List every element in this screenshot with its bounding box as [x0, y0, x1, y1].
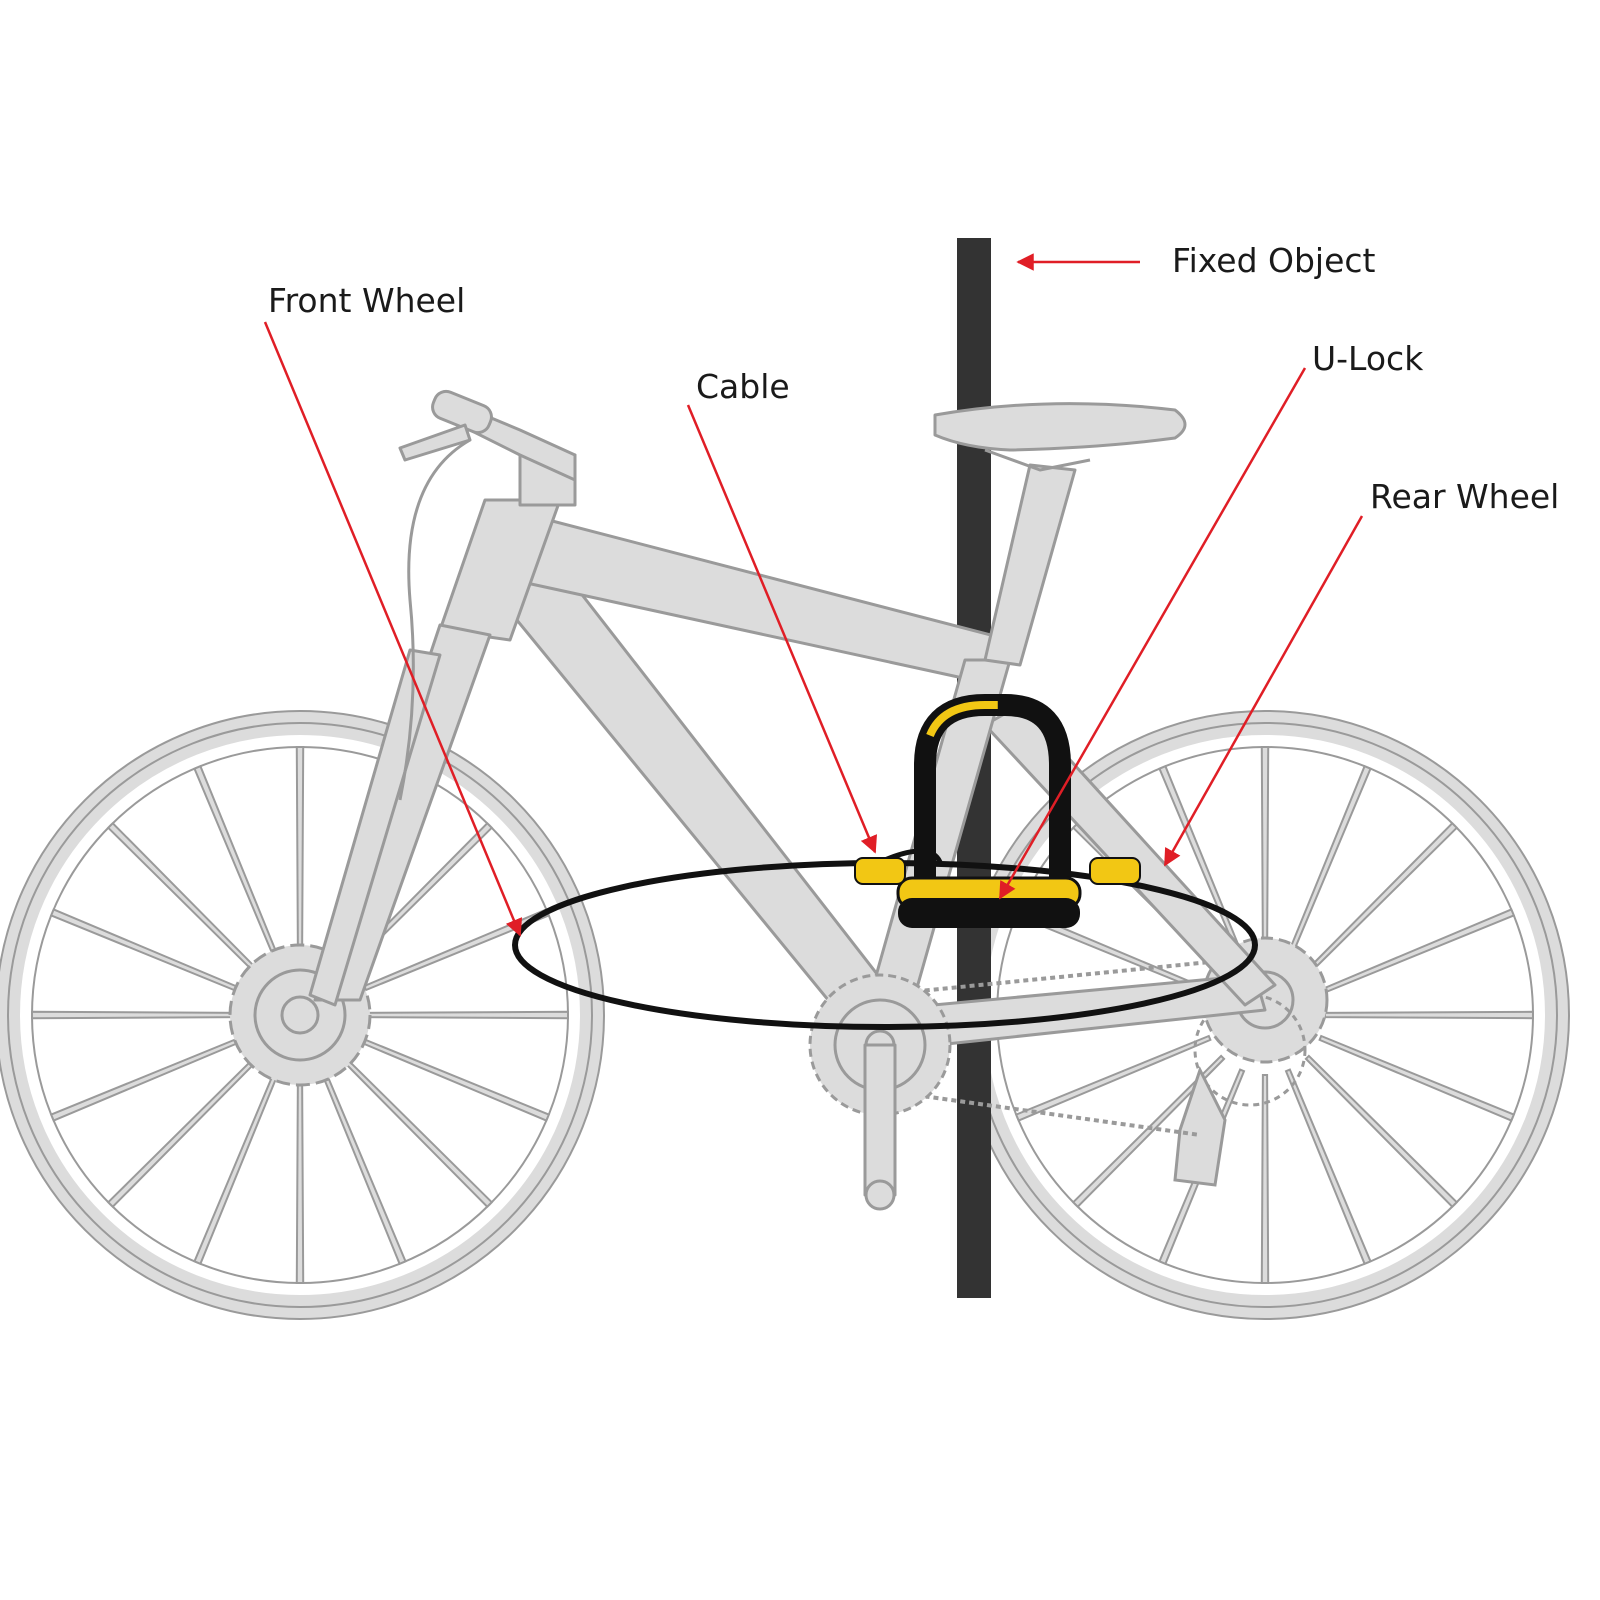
- spoke: [358, 1010, 569, 1020]
- crank-arm: [863, 1043, 897, 1197]
- spoke: [49, 1034, 247, 1122]
- spoke: [1304, 821, 1459, 976]
- u-lock-crossbar-base: [898, 898, 1080, 928]
- label-front-wheel: Front Wheel: [268, 281, 465, 320]
- chain: [879, 958, 1231, 1137]
- spoke: [1014, 1034, 1212, 1122]
- spoke: [1318, 908, 1516, 996]
- seat-post: [983, 463, 1077, 667]
- spoke: [353, 1034, 551, 1122]
- spoke: [106, 1054, 261, 1209]
- saddle-rail: [984, 448, 1091, 472]
- spoke: [1304, 1054, 1459, 1209]
- spoke: [295, 746, 305, 957]
- bike-frame: [308, 389, 1277, 1211]
- front-wheel: [0, 710, 605, 1320]
- spoke: [295, 1073, 305, 1284]
- u-lock: [854, 694, 1141, 928]
- spoke: [1284, 1068, 1372, 1266]
- spoke: [31, 1010, 242, 1020]
- arrow-front-wheel: [263, 321, 523, 937]
- spoke: [193, 1068, 281, 1266]
- spoke: [319, 1068, 407, 1266]
- spoke: [1071, 1054, 1226, 1209]
- spoke: [193, 764, 281, 962]
- arrow-rear-wheel: [1163, 515, 1364, 867]
- spoke: [1318, 1034, 1516, 1122]
- label-fixed-object: Fixed Object: [1172, 241, 1376, 280]
- handlebar-grip: [431, 389, 493, 435]
- spoke: [49, 908, 247, 996]
- pedal-axle: [864, 1179, 896, 1211]
- label-rear-wheel: Rear Wheel: [1370, 477, 1559, 516]
- spoke: [1284, 764, 1372, 962]
- rear-derailleur: [1173, 1066, 1227, 1187]
- spoke: [1323, 1010, 1534, 1020]
- spoke: [1260, 1073, 1270, 1284]
- cable-ferrule-left: [854, 857, 906, 885]
- label-u-lock: U-Lock: [1312, 339, 1424, 378]
- spoke: [339, 1054, 494, 1209]
- callout-arrows: [263, 253, 1364, 937]
- label-cable: Cable: [696, 367, 790, 406]
- cable-ferrule-right: [1089, 857, 1141, 885]
- spoke: [1260, 746, 1270, 957]
- brake-lever: [398, 423, 472, 462]
- fork-leg: [308, 648, 442, 1007]
- saddle: [933, 402, 1187, 452]
- spoke: [106, 821, 261, 976]
- arrow-u-lock: [998, 367, 1307, 900]
- brake-cable: [398, 438, 471, 801]
- arrow-cable: [686, 404, 877, 854]
